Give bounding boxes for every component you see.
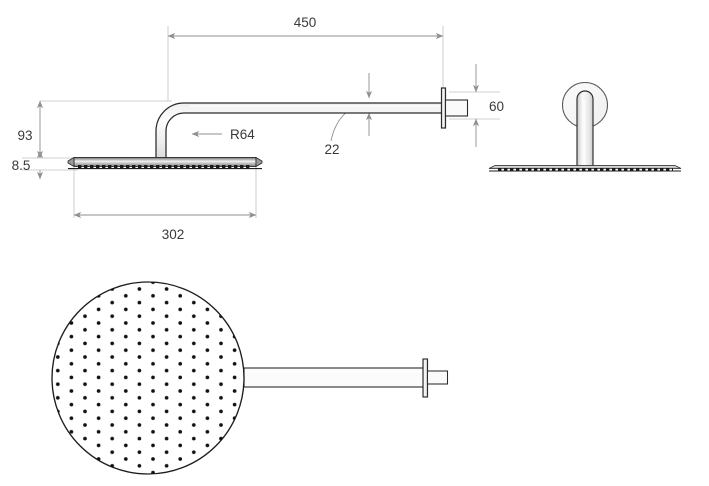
dimension-60-label: 60 [489,99,504,114]
front-head-disc [488,165,682,172]
view-side-elevation: 450 93 8.5 302 60 [12,15,504,242]
view-front-elevation [488,81,682,172]
plan-inlet-nipple [426,370,449,385]
front-head-nozzle-face [497,168,673,171]
shower-head-side-profile [67,156,263,170]
head-edge-right [255,156,263,168]
shower-arm-side-profile [155,87,469,161]
dimension-8-5: 8.5 [12,150,44,180]
dimension-450-label: 450 [294,15,317,30]
dimension-450: 450 [167,15,444,40]
plan-head [51,281,245,475]
dimension-22: 22 [324,73,373,157]
dimension-8-5-label: 8.5 [12,158,31,173]
plan-head-nozzles [52,282,244,474]
arm-tube-outline [155,102,444,161]
callout-r64: R64 [191,127,255,142]
head-nozzle-face [78,165,252,169]
plan-nozzle-grid [52,282,244,474]
dimension-93-label: 93 [17,128,32,143]
plan-flange-plate [422,358,429,398]
wall-flange-plate [440,87,447,129]
dimension-302-label: 302 [162,227,185,242]
dimension-302: 302 [73,211,257,242]
dimension-93: 93 [17,100,44,159]
callout-r64-label: R64 [230,127,255,142]
plan-arm [243,358,449,398]
view-plan [51,281,449,475]
inlet-nipple [444,99,469,117]
dimension-22-label: 22 [324,142,339,157]
dimension-60: 60 [472,64,504,147]
head-edge-left [67,156,75,168]
front-head-body [488,165,682,169]
side-elevation-witness-lines [22,26,500,218]
